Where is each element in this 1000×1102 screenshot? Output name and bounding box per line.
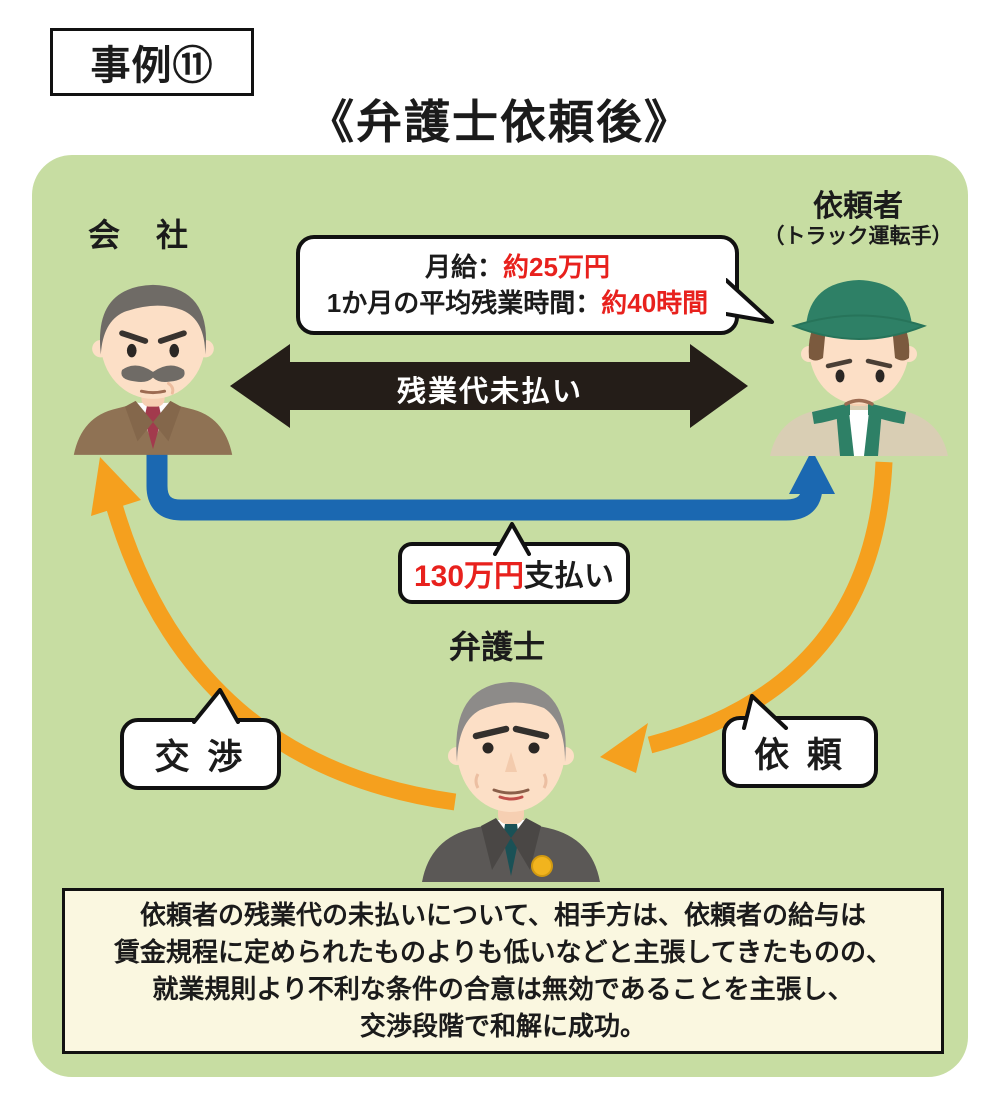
case-summary-box: 依頼者の残業代の未払いについて、相手方は、依頼者の給与は 賃金規程に定められたも… — [62, 888, 944, 1054]
lawyer-label: 弁護士 — [448, 629, 545, 665]
summary-line: 依頼者の残業代の未払いについて、相手方は、依頼者の給与は — [140, 900, 866, 930]
client-label-main: 依頼者 — [813, 190, 903, 223]
request-arrow — [647, 461, 893, 754]
request-label: 依 頼 — [754, 735, 846, 775]
negotiation-arrowhead — [91, 457, 141, 516]
summary-line: 賃金規程に定められたものよりも低いなどと主張してきたものの、 — [114, 937, 892, 967]
negotiation-label: 交 渉 — [154, 737, 247, 777]
salary-bubble: 月給：約25万円 1か月の平均残業時間：約40時間 — [296, 235, 739, 335]
salary-line2-value: 約40時間 — [601, 288, 709, 318]
page-title: 《弁護士依頼後》 — [308, 96, 692, 148]
negotiation-bubble: 交 渉 — [120, 718, 281, 790]
payment-value: 130万円 — [413, 560, 525, 593]
payment-suffix: 支払い — [524, 560, 615, 593]
salary-line1-label: 月給： — [425, 252, 504, 282]
company-avatar — [73, 284, 233, 455]
salary-line1-value: 約25万円 — [503, 252, 610, 282]
request-arrowhead — [600, 723, 648, 773]
request-bubble: 依 頼 — [722, 716, 878, 788]
payment-label-tail — [493, 522, 531, 556]
payment-label-box: 130万円支払い — [398, 542, 630, 604]
lawyer-avatar — [422, 682, 600, 882]
client-avatar — [770, 280, 948, 456]
client-label-sub: （トラック運転手） — [763, 225, 953, 248]
request-bubble-tail — [742, 694, 788, 730]
case-number-badge: 事例⑪ — [50, 28, 254, 96]
salary-line2-label: 1か月の平均残業時間： — [326, 288, 602, 318]
salary-bubble-tail — [726, 278, 774, 324]
payment-arrow — [146, 452, 823, 521]
negotiation-bubble-tail — [192, 688, 240, 724]
summary-line: 交渉段階で和解に成功。 — [359, 1011, 646, 1041]
case-number-label: 事例⑪ — [90, 44, 214, 88]
dispute-arrow-label: 残業代未払い — [396, 376, 583, 408]
company-label: 会 社 — [88, 217, 191, 253]
summary-line: 就業規則より不利な条件の合意は無効であることを主張し、 — [152, 974, 854, 1004]
dispute-arrow — [230, 344, 748, 428]
client-label: 依頼者 （トラック運転手） — [758, 190, 958, 250]
payment-arrowhead — [789, 450, 835, 494]
negotiation-arrow — [105, 502, 457, 811]
